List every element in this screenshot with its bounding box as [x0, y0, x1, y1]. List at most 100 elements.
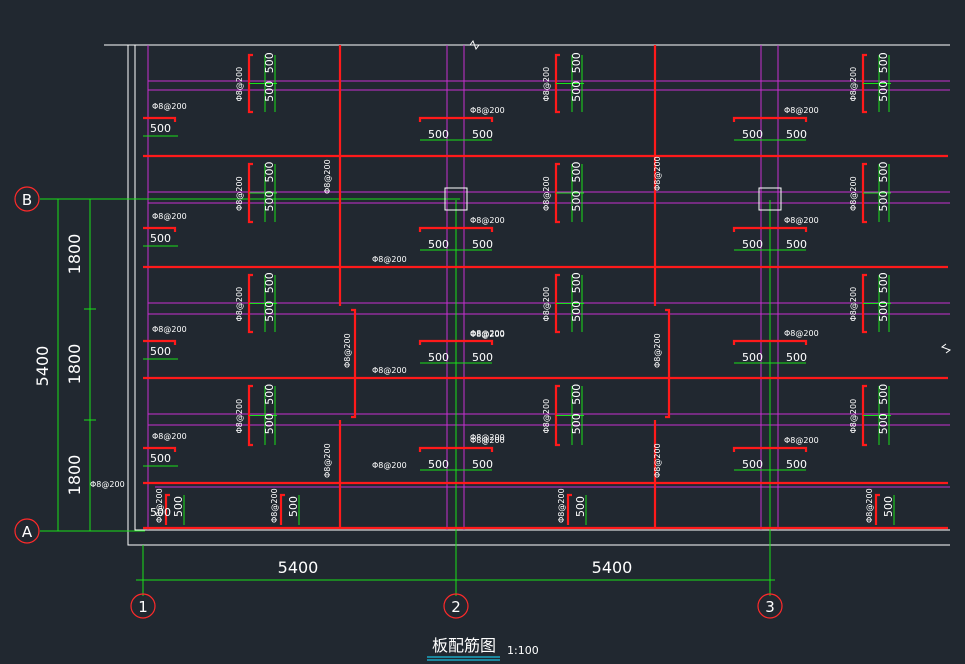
- rebar-spec-left-2: Φ8@200: [152, 325, 187, 334]
- len-col0-r0-b: 500: [263, 81, 276, 102]
- len-col2-h-1-l: 500: [428, 238, 449, 251]
- rebar-spec-long-3: Φ8@200: [653, 333, 662, 368]
- rebar-spec-col2-r0: Φ8@200: [849, 67, 858, 102]
- rebar-bottom-strip-2: [566, 493, 572, 525]
- rebar-spec-col0-r0: Φ8@200: [235, 67, 244, 102]
- rebar-spec-col2-h-0: Φ8@200: [470, 106, 505, 115]
- title-text: 板配筋图: [432, 636, 496, 655]
- len-col2-h-0-r: 500: [472, 128, 493, 141]
- rebar-col2-h-0: [418, 116, 494, 122]
- len-col0-r1-a: 500: [263, 162, 276, 183]
- rebar-spec-col3-h-1: Φ8@200: [784, 216, 819, 225]
- rebar-col3-h-0: [732, 116, 808, 122]
- rebar-col2-h-2: [418, 339, 494, 345]
- len-col2-r0-b: 500: [877, 81, 890, 102]
- dim-total-y: 5400: [33, 346, 52, 387]
- axis-label-a: A: [22, 523, 33, 541]
- axis-bubble-2: 2: [443, 593, 469, 619]
- len-bottom-2: 500: [574, 496, 587, 517]
- len-col1-r3-a: 500: [570, 384, 583, 405]
- len-col0-r2-b: 500: [263, 301, 276, 322]
- len-col1-r0-a: 500: [570, 52, 583, 73]
- axis-bubble-b: B: [14, 186, 40, 212]
- rebar-bottom-strip-0: [164, 493, 170, 525]
- rebar-spec-bottom-3: Φ8@200: [865, 488, 874, 523]
- rebar-col2-h-3: [418, 446, 494, 452]
- rebar-spec-col0-r1: Φ8@200: [235, 176, 244, 211]
- rebar-spec-mid-0: Φ8@200: [372, 255, 407, 264]
- rebar-spec-col2-r1: Φ8@200: [849, 176, 858, 211]
- rebar-spec-mid-4: Φ8@200: [470, 433, 505, 442]
- axis-label-2: 2: [451, 598, 461, 616]
- len-col0-r1-b: 500: [263, 191, 276, 212]
- rebar-left-3: [143, 446, 177, 452]
- len-col3-h-1-l: 500: [742, 238, 763, 251]
- rebar-spec-col0-r2: Φ8@200: [235, 287, 244, 322]
- rebar-spec-long-4: Φ8@200: [653, 443, 662, 478]
- rebar-col2-h-1: [418, 226, 494, 232]
- len-left-2: 500: [150, 345, 171, 358]
- len-col1-r0-b: 500: [570, 81, 583, 102]
- rebar-spec-left-0: Φ8@200: [152, 102, 187, 111]
- len-col1-r2-b: 500: [570, 301, 583, 322]
- len-col2-h-2-l: 500: [428, 351, 449, 364]
- rebar-spec-col1-r2: Φ8@200: [542, 287, 551, 322]
- rebar-spec-bottom-left: Φ8@200: [90, 480, 125, 489]
- slab-outline: [104, 39, 952, 546]
- rebar-spec-col0-r3: Φ8@200: [235, 399, 244, 434]
- axis-label-b: B: [22, 191, 32, 209]
- len-bottom-left: 500: [150, 506, 171, 519]
- len-bottom-1: 500: [287, 496, 300, 517]
- rebar-bottom-strip-3: [874, 493, 880, 525]
- rebar-spec-mid-3: Φ8@200: [470, 330, 505, 339]
- len-col3-h-0-r: 500: [786, 128, 807, 141]
- dim-y-2: 1800: [65, 344, 84, 385]
- drawing-title: 板配筋图 1:100: [427, 636, 539, 661]
- rebar-bottom-strip-1: [279, 493, 285, 525]
- rebar-mid-0: [351, 308, 357, 419]
- len-col3-h-2-r: 500: [786, 351, 807, 364]
- len-col2-h-1-r: 500: [472, 238, 493, 251]
- len-left-3: 500: [150, 452, 171, 465]
- rebar-spec-col3-h-3: Φ8@200: [784, 436, 819, 445]
- rebar-mid-1: [665, 308, 671, 419]
- len-col2-r1-b: 500: [877, 191, 890, 212]
- len-col2-r2-b: 500: [877, 301, 890, 322]
- len-col2-h-2-r: 500: [472, 351, 493, 364]
- len-bottom-3: 500: [882, 496, 895, 517]
- len-col1-r1-a: 500: [570, 162, 583, 183]
- len-col2-r2-a: 500: [877, 272, 890, 293]
- rebar-spec-col3-h-0: Φ8@200: [784, 106, 819, 115]
- rebar-spec-left-3: Φ8@200: [152, 432, 187, 441]
- rebar-spec-mid-1: Φ8@200: [372, 366, 407, 375]
- rebar-spec-col2-r2: Φ8@200: [849, 287, 858, 322]
- rebar-spec-long-2: Φ8@200: [653, 156, 662, 191]
- axis-bubbles: B A 1 2 3: [14, 186, 783, 619]
- columns: [444, 187, 782, 211]
- rebar-spec-mid-2: Φ8@200: [372, 461, 407, 470]
- len-col3-h-3-r: 500: [786, 458, 807, 471]
- dim-y-1: 1800: [65, 234, 84, 275]
- rebar-spec-col3-h-2: Φ8@200: [784, 329, 819, 338]
- len-col3-h-1-r: 500: [786, 238, 807, 251]
- len-col2-r3-b: 500: [877, 413, 890, 434]
- rebar-spec-bottom-2: Φ8@200: [557, 488, 566, 523]
- len-col2-r0-a: 500: [877, 52, 890, 73]
- axis-label-1: 1: [138, 598, 148, 616]
- len-col2-h-3-l: 500: [428, 458, 449, 471]
- rebar-spec-bottom-0: Φ8@200: [155, 488, 164, 523]
- dim-y-3: 1800: [65, 455, 84, 496]
- dim-x-2: 5400: [592, 558, 633, 577]
- rebar-col3-h-3: [732, 446, 808, 452]
- beam-lines: [147, 45, 950, 530]
- rebar-spec-col1-r1: Φ8@200: [542, 176, 551, 211]
- len-bottom-0: 500: [172, 496, 185, 517]
- len-col1-r3-b: 500: [570, 413, 583, 434]
- rebar-col3-h-1: [732, 226, 808, 232]
- rebar-spec-col2-h-2: Φ8@200: [470, 329, 505, 338]
- len-col3-h-3-l: 500: [742, 458, 763, 471]
- len-col3-h-0-l: 500: [742, 128, 763, 141]
- dimension-lines: [52, 198, 775, 586]
- axis-bubble-1: 1: [130, 593, 156, 619]
